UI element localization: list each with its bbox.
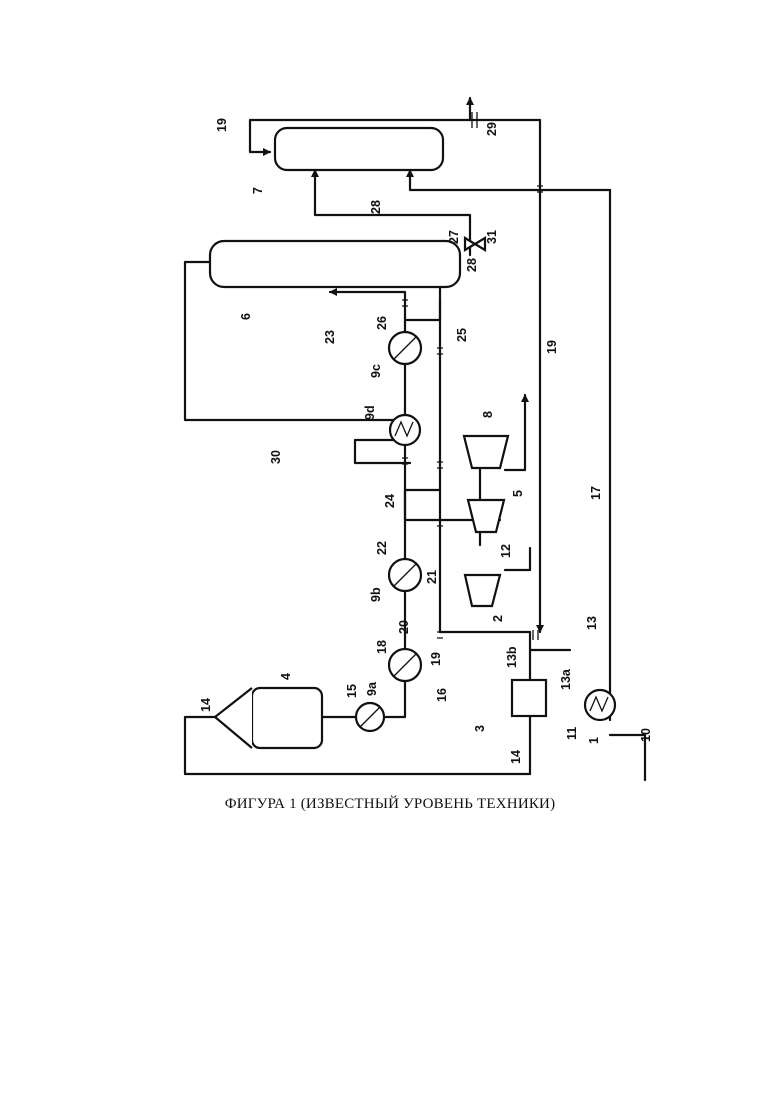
label-19c: 19 <box>429 652 443 666</box>
label-8: 8 <box>481 411 495 418</box>
label-30: 30 <box>269 450 283 464</box>
label-9a: 9a <box>365 681 379 696</box>
label-22: 22 <box>375 541 389 555</box>
label-11: 11 <box>565 727 579 740</box>
compressor-2 <box>465 575 500 606</box>
heat-exchanger-18 <box>389 649 421 681</box>
unit-3 <box>512 680 546 716</box>
label-24: 24 <box>383 494 397 508</box>
line-16-top <box>410 170 610 190</box>
heat-exchanger-9a <box>356 703 384 731</box>
label-10: 10 <box>639 728 653 742</box>
label-17: 16 <box>435 688 449 702</box>
label-20: 20 <box>397 620 411 634</box>
label-29: 29 <box>485 122 499 136</box>
label-28: 28 <box>369 200 383 214</box>
label-6: 6 <box>239 313 253 320</box>
label-31: 31 <box>485 230 499 244</box>
valve-31 <box>465 238 485 250</box>
label-15: 15 <box>345 684 359 698</box>
label-4: 4 <box>279 673 293 680</box>
label-25: 25 <box>455 328 469 342</box>
figure-caption: ФИГУРА 1 (ИЗВЕСТНЫЙ УРОВЕНЬ ТЕХНИКИ) <box>0 796 780 813</box>
heater-1 <box>585 690 615 720</box>
label-5: 5 <box>511 490 525 497</box>
label-18: 18 <box>375 640 389 654</box>
heat-exchanger-9b <box>389 559 421 591</box>
label-23: 23 <box>323 330 337 344</box>
label-19: 19 <box>215 118 229 132</box>
label-3: 3 <box>473 725 487 732</box>
label-14: 14 <box>199 698 213 712</box>
label-9b: 9b <box>369 587 383 602</box>
turbine-8 <box>464 436 508 468</box>
vessel-6 <box>210 241 460 287</box>
label-13b: 13b <box>505 646 519 668</box>
label-14b: 14 <box>509 750 523 764</box>
label-16: 17 <box>589 486 603 500</box>
vessel-7 <box>275 128 443 170</box>
label-7: 7 <box>251 187 265 194</box>
pipe-flanges <box>402 112 543 640</box>
line-14-left <box>185 717 215 774</box>
label-9c: 9c <box>369 364 383 378</box>
label-9d: 9d <box>363 405 377 420</box>
turbine-5 <box>468 500 504 532</box>
line-8-out <box>505 395 525 470</box>
label-13a: 13a <box>559 668 573 690</box>
label-21: 21 <box>425 570 439 584</box>
heat-exchanger-9c <box>389 332 421 364</box>
label-1: 1 <box>587 737 601 744</box>
reactor-4 <box>215 688 322 748</box>
label-26: 26 <box>375 316 389 330</box>
label-2: 2 <box>491 615 505 622</box>
label-13: 13 <box>585 616 599 630</box>
label-28b: 28 <box>465 258 479 272</box>
label-12: 12 <box>499 544 513 558</box>
line-22 <box>405 490 440 520</box>
heater-9d <box>390 415 420 445</box>
label-27: 27 <box>447 230 461 244</box>
label-19b: 19 <box>545 340 559 354</box>
equipment <box>210 128 615 748</box>
